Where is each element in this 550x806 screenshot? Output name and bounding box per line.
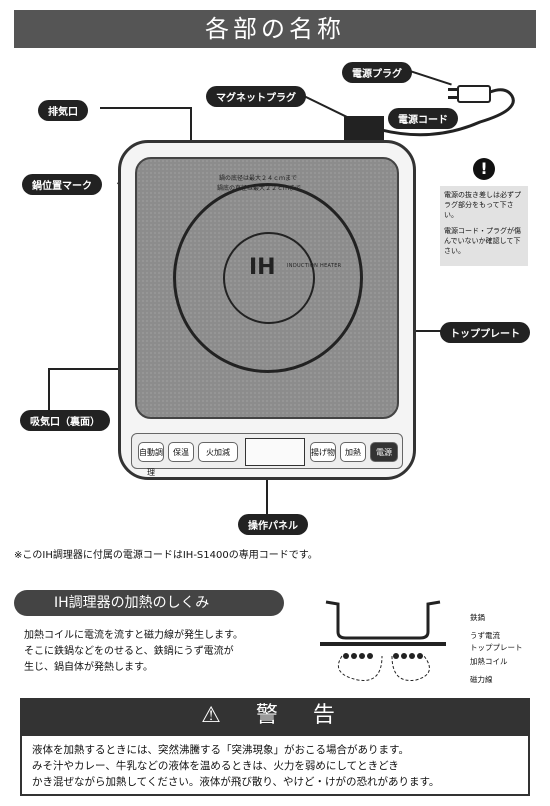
caution-line-1: 電源の抜き差しは必ずプラグ部分をもって下さい。 <box>444 191 521 219</box>
leader-intake-v <box>48 368 50 412</box>
warning-header: ⚠ 警 告 <box>20 698 530 734</box>
power-button[interactable]: 電源 <box>370 442 398 462</box>
ih-logo: IH <box>249 255 276 280</box>
induction-cooktop: IH INDUCTION HEATER 鍋の底径は最大２４ｃｍまで 鍋底の直径は… <box>118 140 416 480</box>
diagram-label-eddy: うず電流 <box>470 631 500 640</box>
keep-warm-button[interactable]: 保温 <box>168 442 194 462</box>
control-panel: 自動調理 保温 火加減 揚げ物 加熱 電源 <box>131 433 403 477</box>
warning-icon: ⚠ <box>201 703 235 728</box>
coil-ring <box>223 232 315 324</box>
pan-position-ring <box>173 183 363 373</box>
label-intake: 吸気口（裏面） <box>20 410 110 431</box>
label-magnet-plug: マグネットプラグ <box>206 86 306 107</box>
label-power-cord: 電源コード <box>388 108 458 129</box>
label-pan-mark: 鍋位置マーク <box>22 174 102 195</box>
diagram-label-plate: トッププレート <box>470 643 523 652</box>
label-exhaust: 排気口 <box>38 100 88 121</box>
leader-panel <box>266 470 268 516</box>
section-line: 生じ、鍋自体が発熱します。 <box>24 662 153 673</box>
section-line: 加熱コイルに電流を流すと磁力線が発生します。 <box>24 630 243 641</box>
label-top-plate: トッププレート <box>440 322 530 343</box>
warning-line: 液体を加熱するときには、突然沸騰する「突沸現象」がおこる場合があります。 <box>32 744 409 756</box>
warning-line: かき混ぜながら加熱してください。液体が飛び散り、やけど・けがの恐れがあります。 <box>32 776 440 788</box>
footnote: ※このIH調理器に付属の電源コードはIH-S1400の専用コードです。 <box>14 550 318 561</box>
leader-exhaust-v <box>190 107 192 141</box>
diagram-label-pot: 鉄鍋 <box>470 613 485 622</box>
top-plate: IH INDUCTION HEATER 鍋の底径は最大２４ｃｍまで 鍋底の直径は… <box>135 157 399 419</box>
leader-top-plate <box>404 330 442 332</box>
caution-line-2: 電源コード・プラグが傷んでいないか確認して下さい。 <box>444 227 521 255</box>
section-title: IH調理器の加熱のしくみ <box>14 590 284 616</box>
diagram-label-field: 磁力線 <box>470 675 493 684</box>
label-power-plug: 電源プラグ <box>342 62 412 83</box>
heat-button[interactable]: 加熱 <box>340 442 366 462</box>
auto-cook-button[interactable]: 自動調理 <box>138 442 164 477</box>
warning-body: 液体を加熱するときには、突然沸騰する「突沸現象」がおこる場合があります。 みそ汁… <box>20 734 530 796</box>
heat-level-button[interactable]: 火加減 <box>198 442 238 462</box>
caution-icon: ! <box>473 158 495 180</box>
section-line: そこに鉄鍋などをのせると、鉄鍋にうず電流が <box>24 646 234 657</box>
section-body: 加熱コイルに電流を流すと磁力線が発生します。 そこに鉄鍋などをのせると、鉄鍋にう… <box>24 628 304 676</box>
leader-exhaust <box>100 107 192 109</box>
caution-box: 電源の抜き差しは必ずプラグ部分をもって下さい。 電源コード・プラグが傷んでいない… <box>440 186 528 266</box>
warning-title: 警 告 <box>255 703 349 728</box>
leader-intake-h <box>48 368 120 370</box>
page-title: 各部の名称 <box>14 10 536 48</box>
heating-diagram <box>320 600 446 681</box>
label-panel: 操作パネル <box>238 514 308 535</box>
ih-subtitle: INDUCTION HEATER <box>287 263 342 269</box>
warning-line: みそ汁やカレー、牛乳などの液体を温めるときは、火力を弱めにしてときどき <box>32 760 399 772</box>
fry-button[interactable]: 揚げ物 <box>310 442 336 462</box>
size-note-2: 鍋底の直径は最大２２ｃｍまで <box>217 185 302 192</box>
magnet-plug <box>344 116 384 140</box>
size-note-1: 鍋の底径は最大２４ｃｍまで <box>219 175 298 182</box>
diagram-label-coil: 加熱コイル <box>470 657 508 666</box>
panel-display <box>245 438 305 466</box>
